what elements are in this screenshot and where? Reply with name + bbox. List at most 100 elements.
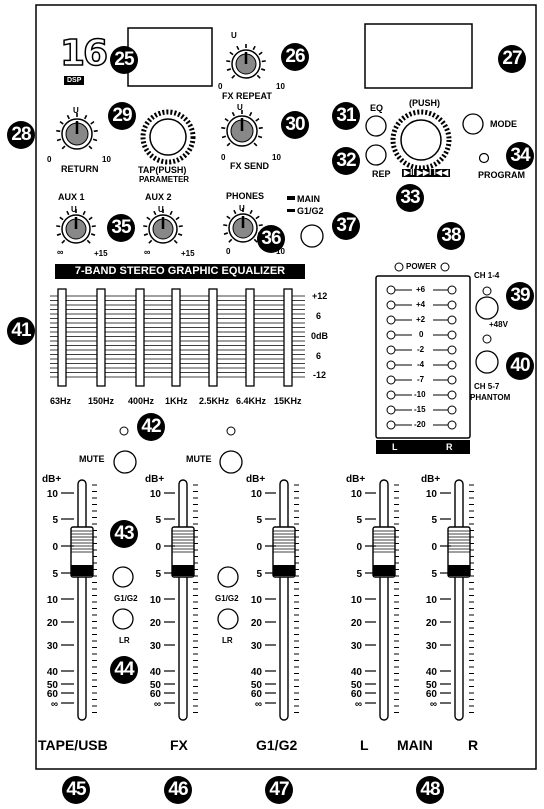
main-select-main: MAIN [297, 194, 320, 204]
phantom-ch57-button[interactable] [475, 350, 499, 374]
eq-button[interactable] [365, 115, 387, 137]
aux2-knob-tick [178, 225, 183, 228]
aux2-knob-tick [143, 233, 149, 236]
jog-wheel-button[interactable] [400, 119, 442, 161]
fader-fx-scale-label: 60 [150, 689, 162, 700]
eq-slider-slot[interactable] [96, 288, 106, 387]
mute-button-2[interactable] [219, 450, 243, 474]
fx-repeat-max: 10 [276, 82, 285, 91]
fader-g1g2-track [279, 479, 289, 721]
return-knob-tick [56, 129, 61, 133]
fx-send-knob-tick [255, 118, 260, 122]
mode-button[interactable] [462, 113, 484, 135]
fader-tape-usb-scale-label: 30 [47, 641, 59, 652]
eq-slider-slot[interactable] [57, 288, 67, 387]
eq-slider-slot[interactable] [245, 288, 255, 387]
aux2-knob-tick [173, 239, 178, 244]
fader-main-r-scale-label: 10 [426, 595, 438, 606]
return-knob-tick [66, 114, 70, 120]
fader-fx-unit-label: dB+ [145, 474, 164, 485]
assign-g1g2-label-2: G1/G2 [215, 594, 239, 603]
fader-g1g2-scale-label: 10 [251, 595, 263, 606]
return-center: U [73, 106, 79, 115]
phantom-ch14-led [482, 286, 492, 296]
channel-g1g2: G1/G2 [256, 737, 298, 753]
eq-slider-slot[interactable] [135, 288, 145, 387]
aux1-knob-tick [86, 239, 91, 244]
meter-level-minus20: -20 [414, 420, 426, 429]
return-knob[interactable] [56, 113, 98, 150]
fader-tape-usb-scale-label: 5 [52, 515, 58, 526]
fx-send-knob-tick [231, 111, 235, 117]
phones-center: U [239, 204, 245, 213]
aux2-knob-tick [143, 225, 148, 228]
fader-fx-scale-label: 50 [150, 680, 162, 691]
fader-main-r-scale-label: 10 [426, 489, 438, 500]
main-select-button[interactable] [300, 224, 324, 248]
assign-lr-button[interactable] [112, 608, 134, 630]
eq-band-15khz: 15KHz [274, 396, 302, 406]
fader-main-r-scale-label: 5 [431, 515, 437, 526]
aux1-knob[interactable] [56, 209, 96, 244]
fx-display [127, 27, 213, 87]
tap-button[interactable] [149, 118, 187, 156]
mute-button-1[interactable] [113, 450, 137, 474]
callout-27: 27 [498, 45, 526, 73]
callout-45: 45 [62, 776, 90, 804]
assign-lr-label-2: LR [222, 636, 233, 645]
fx-send-knob[interactable] [221, 110, 263, 147]
fx-send-min: 0 [221, 153, 226, 162]
fx-repeat-knob-tick [229, 51, 234, 56]
aux1-knob-tick [91, 225, 96, 228]
aux2-knob[interactable] [143, 209, 183, 244]
aux2-knob-tick [153, 210, 157, 216]
aux1-knob-tick [56, 233, 62, 236]
phantom-label: PHANTOM [470, 393, 511, 402]
return-label: RETURN [61, 164, 99, 174]
fx-repeat-knob-tick [252, 45, 256, 51]
meter-footer-bar [376, 440, 470, 454]
fx-repeat-knob[interactable] [226, 44, 266, 79]
assign-g1g2-label-1: G1/G2 [114, 594, 138, 603]
tap-label: TAP(PUSH) [138, 165, 187, 175]
rep-button-label: REP [372, 169, 391, 179]
fx-send-center: U [237, 103, 243, 112]
meter-led-left [386, 315, 396, 325]
rep-button[interactable] [365, 144, 387, 166]
eq-slider-slot[interactable] [283, 288, 293, 387]
callout-34: 34 [506, 142, 534, 170]
eq-scale-plus12: +12 [312, 291, 328, 301]
eq-slider-slot[interactable] [208, 288, 218, 387]
fx-send-knob-tick [253, 142, 258, 147]
meter-level-plus2: +2 [416, 315, 426, 324]
fader-g1g2-scale-label: 5 [256, 515, 262, 526]
player-display [364, 23, 473, 89]
fx-repeat-knob-tick [260, 68, 266, 71]
aux2-label: AUX 2 [145, 192, 172, 202]
fader-main-r-scale-label: 5 [431, 569, 437, 580]
fader-fx-handle-base [172, 565, 194, 576]
assign-lr-button[interactable] [217, 608, 239, 630]
eq-slider-slot[interactable] [171, 288, 181, 387]
assign-g1g2-button[interactable] [217, 566, 239, 588]
phantom-ch14-button[interactable] [475, 296, 499, 320]
fader-tape-usb-scale-label: 40 [47, 667, 59, 678]
program-led [478, 152, 490, 164]
callout-30: 30 [281, 111, 309, 139]
phones-knob-tick [253, 238, 258, 243]
channel-tape-usb: TAPE/USB [38, 737, 108, 753]
phones-knob-tick [258, 224, 263, 227]
meter-led-right [447, 345, 457, 355]
meter-led-left [386, 285, 396, 295]
meter-led-right [447, 405, 457, 415]
fader-tape-usb-scale-label: 0 [52, 542, 58, 553]
assign-g1g2-button[interactable] [112, 566, 134, 588]
phones-knob[interactable] [223, 208, 263, 243]
fader-g1g2-scale-label: 10 [251, 489, 263, 500]
meter-level-minus10: -10 [414, 390, 426, 399]
